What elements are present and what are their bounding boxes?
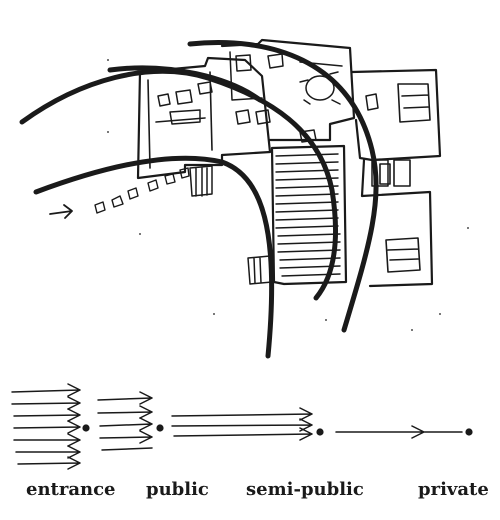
label-semi-public: semi-public: [246, 479, 364, 500]
arc-second: [19, 68, 338, 301]
plan-wall-left-wing: [136, 56, 272, 180]
label-public: public: [146, 479, 209, 500]
node-semi-public: [316, 428, 324, 436]
entry-pavers: [94, 167, 190, 214]
arc-third: [107, 65, 263, 103]
node-public: [156, 424, 164, 432]
label-entrance: entrance: [26, 479, 116, 500]
private-flow-line: [335, 425, 463, 439]
building-plan: [107, 38, 469, 331]
plan-furniture: [157, 53, 389, 187]
gradient-diagram: entrance public semi-public private: [11, 383, 489, 500]
plan-stair-treads: [275, 153, 341, 277]
label-private: private: [418, 479, 489, 500]
semi-public-flow-lines: [171, 407, 313, 441]
plan-bed-upper: [397, 83, 431, 123]
node-private: [465, 428, 473, 436]
entrance-flow-lines: [11, 383, 81, 470]
arc-outer: [187, 40, 379, 333]
node-entrance: [82, 424, 90, 432]
plan-grid-dots: [107, 59, 469, 331]
plan-cabinet: [379, 159, 411, 187]
entry-approach: [49, 167, 190, 219]
arc-inner: [33, 155, 275, 359]
entry-arrow-icon: [49, 204, 73, 219]
plan-wall-inner: [147, 71, 213, 169]
plan-entry-steps: [189, 165, 213, 197]
public-flow-lines: [97, 391, 153, 451]
plan-bed-lower: [385, 237, 421, 273]
plan-wall-right-lower: [360, 158, 434, 288]
plan-stair-block: [270, 144, 348, 286]
threshold-arcs: [19, 40, 379, 359]
plan-wall-right-room: [350, 68, 442, 162]
